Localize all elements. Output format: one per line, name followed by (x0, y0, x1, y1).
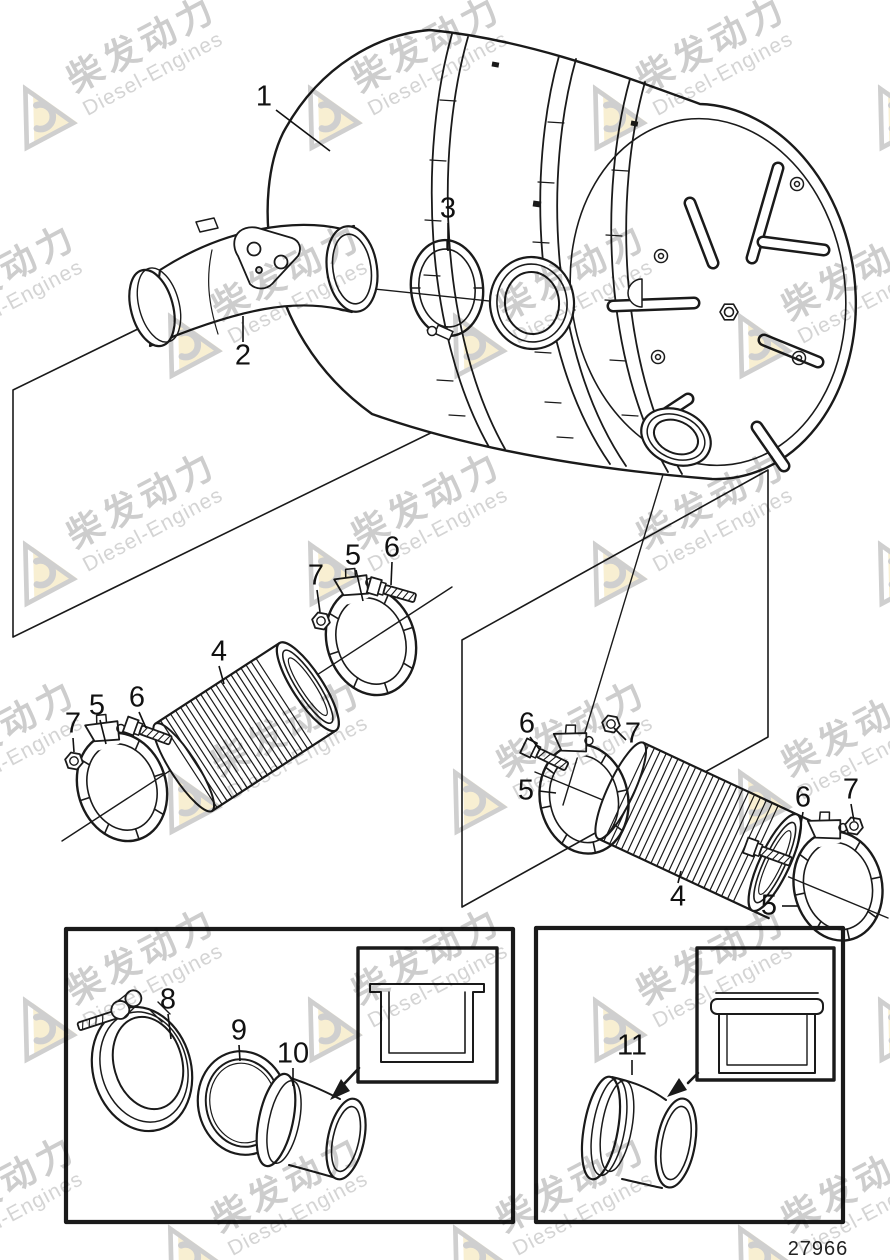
v-clamp-3 (409, 238, 485, 341)
elbow-tab (195, 217, 219, 233)
flex-pipe-right (594, 741, 815, 920)
callout-4-left: 4 (210, 635, 228, 668)
callout-6-right-lower: 6 (794, 781, 812, 814)
hose-clamp-8 (76, 989, 194, 1133)
elbow-flange (233, 226, 301, 290)
outlet-port (640, 407, 712, 467)
drain-detail (627, 278, 643, 308)
callout-4-right: 4 (669, 880, 687, 913)
callout-2: 2 (234, 339, 252, 372)
callout-7-left-lower: 7 (64, 707, 82, 740)
callout-6-left-lower: 6 (128, 681, 146, 714)
callout-10: 10 (276, 1037, 310, 1070)
nut-7-right-mid (599, 713, 623, 735)
callout-7-left-upper: 7 (307, 559, 325, 592)
detail-box-left (63, 926, 516, 1225)
sleeve-11 (580, 1075, 698, 1189)
callout-9: 9 (230, 1014, 248, 1047)
seam-band-1 (430, 33, 506, 450)
callout-5-left-lower: 5 (88, 689, 106, 722)
callout-6-right-mid: 6 (518, 707, 536, 740)
callout-5-left-upper: 5 (344, 539, 362, 572)
callout-5-right-lower: 5 (760, 889, 778, 922)
callout-7-right-mid: 7 (624, 717, 642, 750)
callout-1: 1 (255, 80, 273, 113)
inset-arrow-right (667, 1071, 700, 1097)
nut-7-left-lower (62, 750, 86, 772)
detail-box-right (533, 925, 846, 1225)
flex-pipe-left (152, 641, 340, 813)
inset-section-left (356, 946, 499, 1084)
drawing-number: 27966 (787, 1238, 849, 1260)
callout-7-right-lower: 7 (842, 773, 860, 806)
callout-6-left-upper: 6 (383, 531, 401, 564)
bolt-6-left-upper (365, 576, 419, 607)
inlet-port (488, 255, 576, 351)
end-plate-center-bolt (719, 303, 739, 321)
sleeve-10 (255, 1072, 367, 1181)
callout-8: 8 (159, 983, 177, 1016)
inset-section-right (695, 946, 836, 1082)
callout-5-right-mid: 5 (517, 774, 535, 807)
inset-arrow-left (330, 1066, 361, 1100)
callout-3: 3 (439, 192, 457, 225)
callout-11: 11 (616, 1029, 648, 1062)
